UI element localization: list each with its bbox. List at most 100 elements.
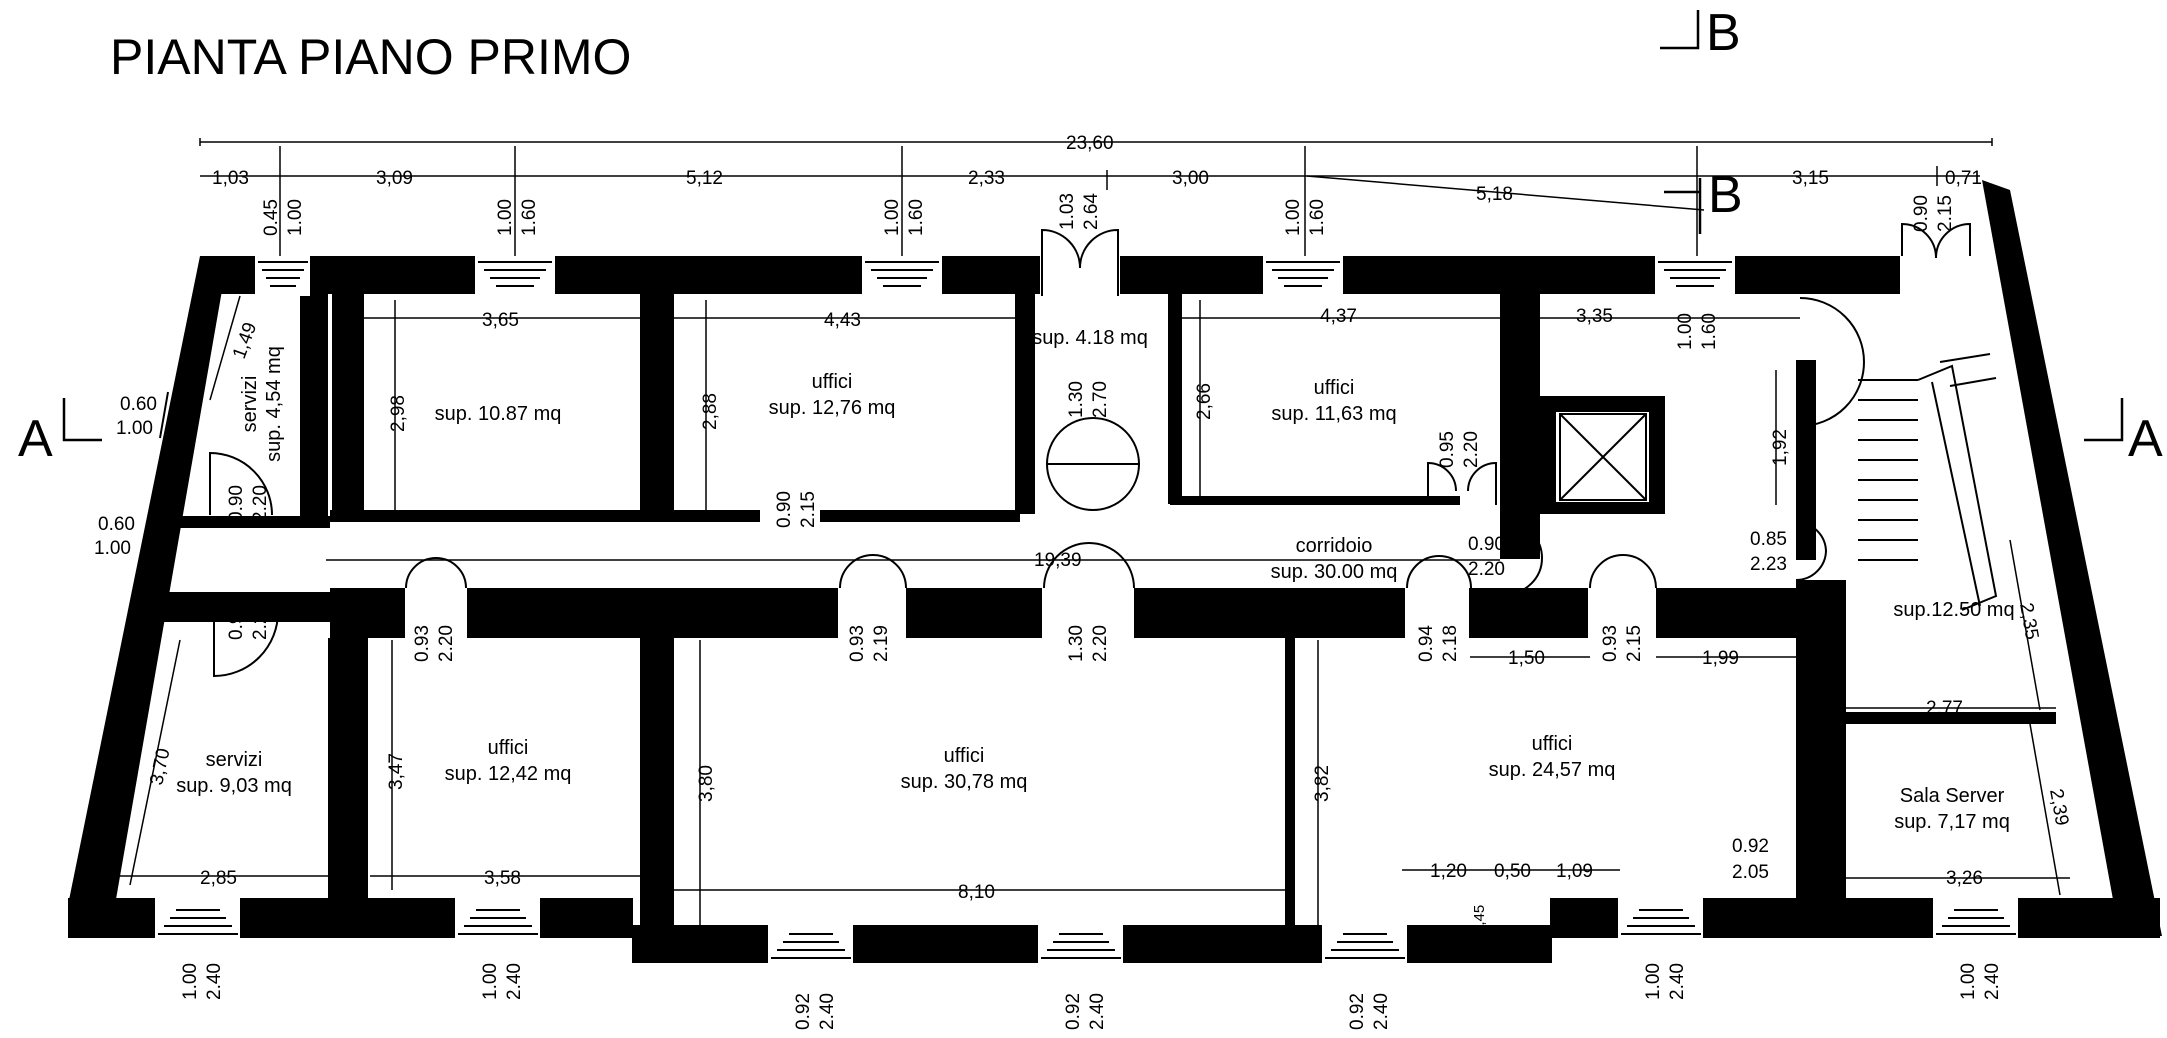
cutouts — [155, 250, 2018, 967]
window-b5 — [1325, 933, 1405, 959]
w-uff2-b: 2.20 — [1461, 431, 1482, 468]
dim-1939-t: 19,39 — [1034, 550, 1082, 571]
wall-v5 — [1500, 294, 1540, 559]
dim-seg-6: 3,15 — [1792, 168, 1829, 189]
wall-v8 — [328, 638, 368, 900]
dim-266-t: 2,66 — [1194, 383, 1215, 420]
opening-labels-h: 0.60 1.00 0.60 1.00 0.90 2.20 0.85 2.23 … — [94, 394, 1787, 883]
w-door-v-b: 2.64 — [1081, 193, 1102, 230]
dim-380-t: 3,80 — [696, 765, 717, 802]
w-b7-b: 2.40 — [1982, 963, 2003, 1000]
wall-v1 — [332, 294, 364, 522]
corridor-gap-1 — [405, 585, 467, 641]
room-uffici2-name: uffici — [1314, 377, 1355, 399]
wall-servizi — [170, 516, 330, 528]
w-vest-b: 2.70 — [1090, 381, 1111, 418]
w-b5-a: 0.92 — [1347, 993, 1368, 1030]
room-corridoio-area: sup. 30.00 mq — [1271, 561, 1398, 583]
w-stair-b: 2.15 — [1935, 195, 1956, 232]
dim-285-t: 2,85 — [200, 868, 237, 889]
room-servizi-top-name: servizi — [239, 376, 261, 433]
section-b-mid-label: B — [1708, 166, 1743, 224]
door-elevator — [1505, 521, 1543, 595]
w-win3-a: 1.00 — [882, 199, 903, 236]
window-b3 — [771, 933, 851, 959]
w-elev-b: 2.20 — [1468, 559, 1505, 580]
w-win5-a: 1.00 — [1675, 313, 1696, 350]
section-b-top-label: B — [1706, 4, 1741, 62]
dim-335-t: 3,35 — [1576, 306, 1613, 327]
dim-seg-3: 2,33 — [968, 168, 1005, 189]
corridor-north-wall-b — [820, 510, 1020, 522]
room-stairs-area: sup.12.50 mq — [1893, 599, 2014, 621]
dim-120-t: 1,20 — [1430, 861, 1467, 882]
room-corridoio-name: corridoio — [1296, 535, 1373, 557]
win-gap-1 — [255, 254, 310, 296]
room-uffici5-name: uffici — [1532, 733, 1573, 755]
bottom-wall-left — [68, 898, 633, 938]
room-uffici4-name: uffici — [944, 745, 985, 767]
door-corr-2 — [839, 553, 907, 589]
w-c1-a: 0.93 — [412, 625, 433, 662]
w-b3-b: 2.40 — [817, 993, 838, 1030]
door-servizi-top — [209, 451, 273, 516]
room-uffici2-area: sup. 11,63 mq — [1271, 403, 1396, 425]
dim-109-t: 1,09 — [1556, 861, 1593, 882]
w-c3-b: 2.20 — [1090, 625, 1111, 662]
window-1 — [258, 261, 308, 287]
door-corr-1 — [405, 556, 467, 589]
win-gap-2 — [475, 254, 555, 296]
wall-v4 — [1168, 294, 1182, 504]
w-c5-a: 0.93 — [1600, 625, 1621, 662]
corridor-gap-2 — [838, 585, 906, 641]
doors — [209, 222, 1971, 888]
room1-area: sup. 10.87 mq — [435, 403, 562, 425]
dim-045-t: 0,45 — [1471, 905, 1488, 934]
win-gap-b3 — [768, 923, 853, 967]
section-a-left-mark — [62, 398, 102, 442]
w-b5-b: 2.40 — [1371, 993, 1392, 1030]
door-vest-top — [1041, 228, 1119, 296]
w-win4-b: 1.60 — [1307, 199, 1328, 236]
elevator — [1559, 413, 1647, 501]
dim-437-t: 4,37 — [1320, 306, 1357, 327]
left-wall — [68, 256, 228, 938]
corridor-gap-3 — [1042, 585, 1134, 641]
vest-gap-top — [1040, 250, 1120, 298]
win-gap-4 — [1263, 254, 1343, 296]
dim-seg-4: 3,00 — [1172, 168, 1209, 189]
window-b4 — [1041, 933, 1121, 959]
w-left2-a: 0.60 — [98, 514, 135, 535]
window-4 — [1266, 261, 1340, 287]
section-marks — [62, 10, 2124, 442]
elevator-cross — [1559, 413, 1647, 501]
section-a-left-label: A — [18, 410, 53, 468]
dim-seg-1: 3,09 — [376, 168, 413, 189]
win-gap-3 — [862, 254, 942, 296]
w-win5-b: 1.60 — [1699, 313, 1720, 350]
dim-050-t: 0,50 — [1494, 861, 1531, 882]
w-serv-a: 0.90 — [226, 485, 247, 522]
dim-518-line — [1306, 175, 1705, 211]
dim-149-t: 1,49 — [229, 320, 261, 362]
w-b6-b: 2.40 — [1667, 963, 1688, 1000]
dim-277-t: 2,77 — [1926, 698, 1963, 719]
dim-810-t: 8,10 — [958, 882, 995, 903]
dim-326-t: 3,26 — [1946, 868, 1983, 889]
wall-v7 — [300, 294, 328, 516]
wall-v2 — [640, 294, 674, 522]
dim-seg-0: 1,03 — [212, 168, 249, 189]
window-3 — [865, 261, 939, 287]
elevator-box — [1559, 413, 1647, 501]
room-uffici3-area: sup. 12,42 mq — [445, 763, 572, 785]
stairs — [1799, 297, 1998, 611]
door-vest-mid — [1046, 417, 1140, 511]
door-stair-top — [1901, 222, 1971, 259]
dim-239-t: 2,39 — [2045, 787, 2072, 827]
dim-150-t: 1,50 — [1508, 648, 1545, 669]
w-left1-b: 1.00 — [116, 418, 153, 439]
w-serv2-b: 2.20 — [250, 603, 271, 640]
window-b1 — [158, 909, 238, 935]
w-c2-b: 2.19 — [871, 625, 892, 662]
